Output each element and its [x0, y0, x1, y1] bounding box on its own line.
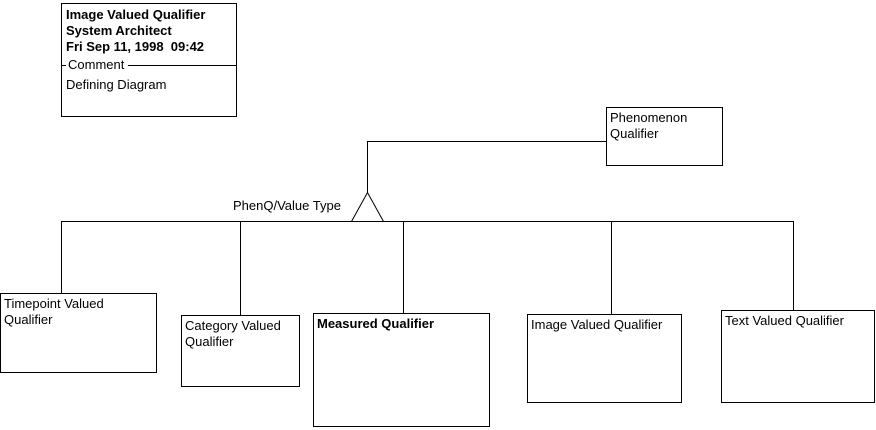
node-image-valued-qualifier[interactable]: Image Valued Qualifier	[527, 314, 682, 403]
connector-parent-horizontal	[368, 141, 606, 142]
connector-drop-image	[611, 221, 612, 314]
inheritance-triangle-icon[interactable]	[351, 192, 384, 222]
connector-drop-text	[793, 221, 794, 310]
tool-name-text: System Architect	[66, 23, 172, 38]
connector-parent-vertical	[367, 141, 368, 193]
relationship-label[interactable]: PhenQ/Value Type	[233, 198, 341, 213]
timestamp-text: Fri Sep 11, 1998 09:42	[66, 39, 205, 54]
node-label: Timepoint Valued Qualifier	[4, 296, 104, 327]
connector-drop-measured	[403, 221, 404, 313]
node-label: Measured Qualifier	[317, 316, 435, 331]
node-timepoint-valued-qualifier[interactable]: Timepoint Valued Qualifier	[0, 293, 157, 373]
divider-rule	[128, 64, 236, 66]
node-label: Phenomenon Qualifier	[610, 110, 688, 141]
node-text-valued-qualifier[interactable]: Text Valued Qualifier	[721, 310, 875, 403]
connector-drop-category	[240, 221, 241, 315]
comment-section-label: Comment	[68, 57, 125, 72]
node-phenomenon-qualifier[interactable]: Phenomenon Qualifier	[606, 107, 723, 166]
node-label: Image Valued Qualifier	[531, 317, 663, 332]
connector-drop-timepoint	[61, 221, 62, 293]
comment-divider: Comment	[62, 57, 236, 73]
node-category-valued-qualifier[interactable]: Category Valued Qualifier	[181, 315, 300, 387]
diagram-name-text: Image Valued Qualifier	[66, 7, 206, 22]
node-measured-qualifier[interactable]: Measured Qualifier	[313, 313, 490, 427]
comment-text: Defining Diagram	[66, 77, 167, 92]
node-label: Category Valued Qualifier	[185, 318, 281, 349]
node-label: Text Valued Qualifier	[725, 313, 844, 328]
connector-children-bus	[61, 221, 794, 222]
diagram-title-box[interactable]: Image Valued Qualifier System Architect …	[61, 3, 237, 117]
divider-dash	[62, 64, 66, 66]
